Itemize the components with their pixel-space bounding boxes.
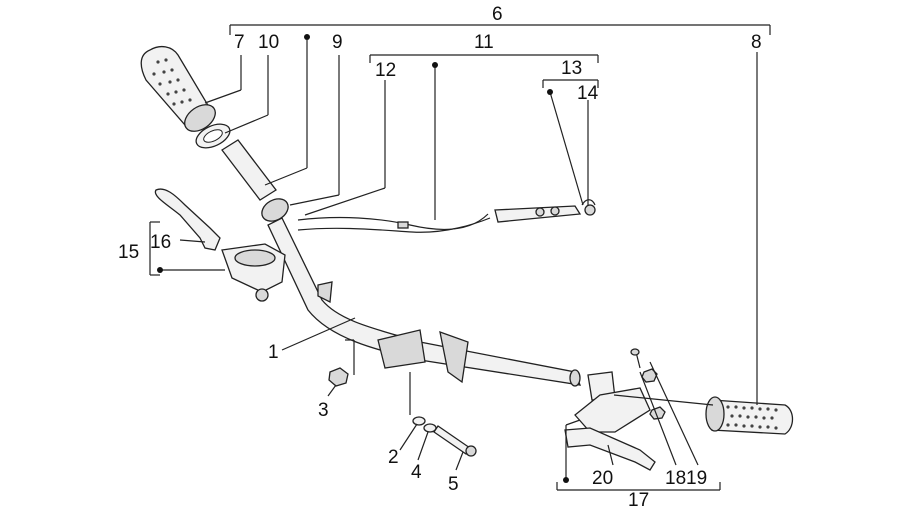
callout-1: 1 [268, 342, 279, 363]
group-bracket-15 [149, 221, 160, 276]
callout-3: 3 [318, 400, 329, 421]
throttle-tube [221, 139, 289, 222]
callout-19: 19 [686, 468, 707, 489]
callout-10: 10 [258, 32, 279, 53]
left-washer [195, 123, 231, 149]
callout-20: 20 [592, 468, 613, 489]
callout-13: 13 [561, 58, 582, 79]
nut-19 [641, 368, 666, 420]
callout-4: 4 [411, 462, 422, 483]
leader-lines [160, 40, 758, 480]
callout-15: 15 [118, 242, 139, 263]
right-brake-clamp [574, 371, 651, 433]
leader-dots [157, 34, 569, 483]
callout-2: 2 [388, 447, 399, 468]
washer-2 [412, 416, 426, 426]
group-bracket-17 [556, 482, 721, 491]
handlebar [267, 217, 582, 387]
group-bracket-11 [369, 54, 599, 63]
callout-11: 11 [474, 32, 494, 53]
callout-5: 5 [448, 474, 459, 495]
group-bracket-13 [542, 79, 599, 88]
group-bracket-6 [229, 24, 771, 35]
callout-6: 6 [492, 4, 503, 25]
callout-12: 12 [375, 60, 396, 81]
throttle-cables [297, 199, 596, 233]
left-brake-lever [154, 188, 221, 251]
callout-8: 8 [751, 32, 762, 53]
bolt-5 [433, 425, 477, 457]
nut-3 [328, 367, 349, 387]
callout-14: 14 [577, 83, 599, 104]
left-grip [140, 45, 216, 132]
screw-18 [630, 348, 641, 369]
callout-18: 18 [665, 468, 686, 489]
callout-17: 17 [628, 490, 649, 509]
callout-7: 7 [234, 32, 245, 53]
callout-16: 16 [150, 232, 171, 253]
right-brake-lever [564, 427, 656, 471]
callout-9: 9 [332, 32, 343, 53]
master-cylinder [221, 243, 286, 302]
right-grip [705, 396, 794, 435]
